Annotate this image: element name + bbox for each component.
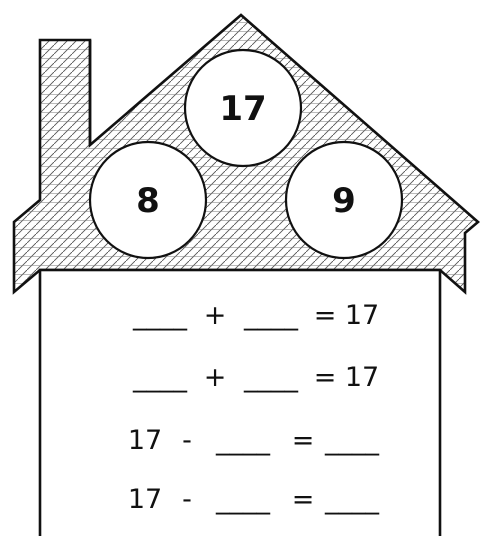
equation-operator: - <box>182 425 192 456</box>
equation-term: ____ <box>215 425 271 456</box>
equation-equals: = <box>314 300 337 331</box>
equation-term: 17 <box>128 425 162 456</box>
equation-result: ____ <box>324 484 380 515</box>
equation-equals: = <box>292 484 315 515</box>
equation-equals: = <box>314 362 337 393</box>
right-number: 9 <box>332 181 356 221</box>
top-number: 17 <box>219 89 266 129</box>
equation-result: ____ <box>324 425 380 456</box>
equation-term: ____ <box>243 362 299 393</box>
equation-operator: + <box>204 300 227 331</box>
left-number: 8 <box>136 181 160 221</box>
equation-term: ____ <box>132 300 188 331</box>
equation-term: ____ <box>215 484 271 515</box>
equation-operator: + <box>204 362 227 393</box>
equation-term: ____ <box>243 300 299 331</box>
equation-term: 17 <box>128 484 162 515</box>
equation-result: 17 <box>345 300 379 331</box>
equation-result: 17 <box>345 362 379 393</box>
equation-term: ____ <box>132 362 188 393</box>
equation-equals: = <box>292 425 315 456</box>
equation-operator: - <box>182 484 192 515</box>
